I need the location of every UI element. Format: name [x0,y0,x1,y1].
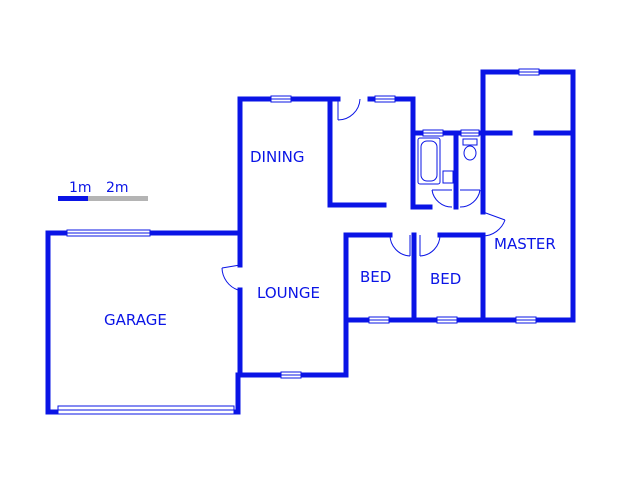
room-label-dining: DINING [250,148,304,166]
bath-window [422,129,444,137]
bed1-window [368,316,390,324]
garage-door-opening [57,405,235,415]
scale-bar-light-segment [88,196,148,201]
master-bottom-window [515,316,537,324]
windows [57,68,540,415]
room-label-bed-1: BED [360,268,391,286]
toilet [462,138,478,161]
room-label-master: MASTER [494,235,556,253]
scale-label-2m: 2m [106,180,129,196]
kitchen-door [337,98,361,121]
toilet-door [459,189,481,208]
bed1-door [389,234,411,257]
room-labels: DINING LOUNGE GARAGE BED BED MASTER [104,148,556,329]
garage-top-window [66,229,151,237]
fixtures [417,137,478,185]
bed2-door [419,234,441,257]
bed2-window [436,316,458,324]
room-label-garage: GARAGE [104,311,167,329]
toilet-window [460,129,480,137]
master-top-window [518,68,540,76]
scale-label-1m: 1m [69,180,92,196]
bath-door [431,189,453,208]
basin [442,170,454,184]
bathtub [417,137,441,185]
master-door [482,211,506,237]
doors [221,98,506,291]
dining-window [270,95,292,103]
lounge-garage-door [221,264,241,291]
scale-bar-dark-segment [58,196,88,201]
room-label-bed-2: BED [430,270,461,288]
kitchen-window [374,95,396,103]
scale-bar: 1m 2m [58,180,148,201]
room-label-lounge: LOUNGE [257,284,320,302]
lounge-window [280,371,302,379]
